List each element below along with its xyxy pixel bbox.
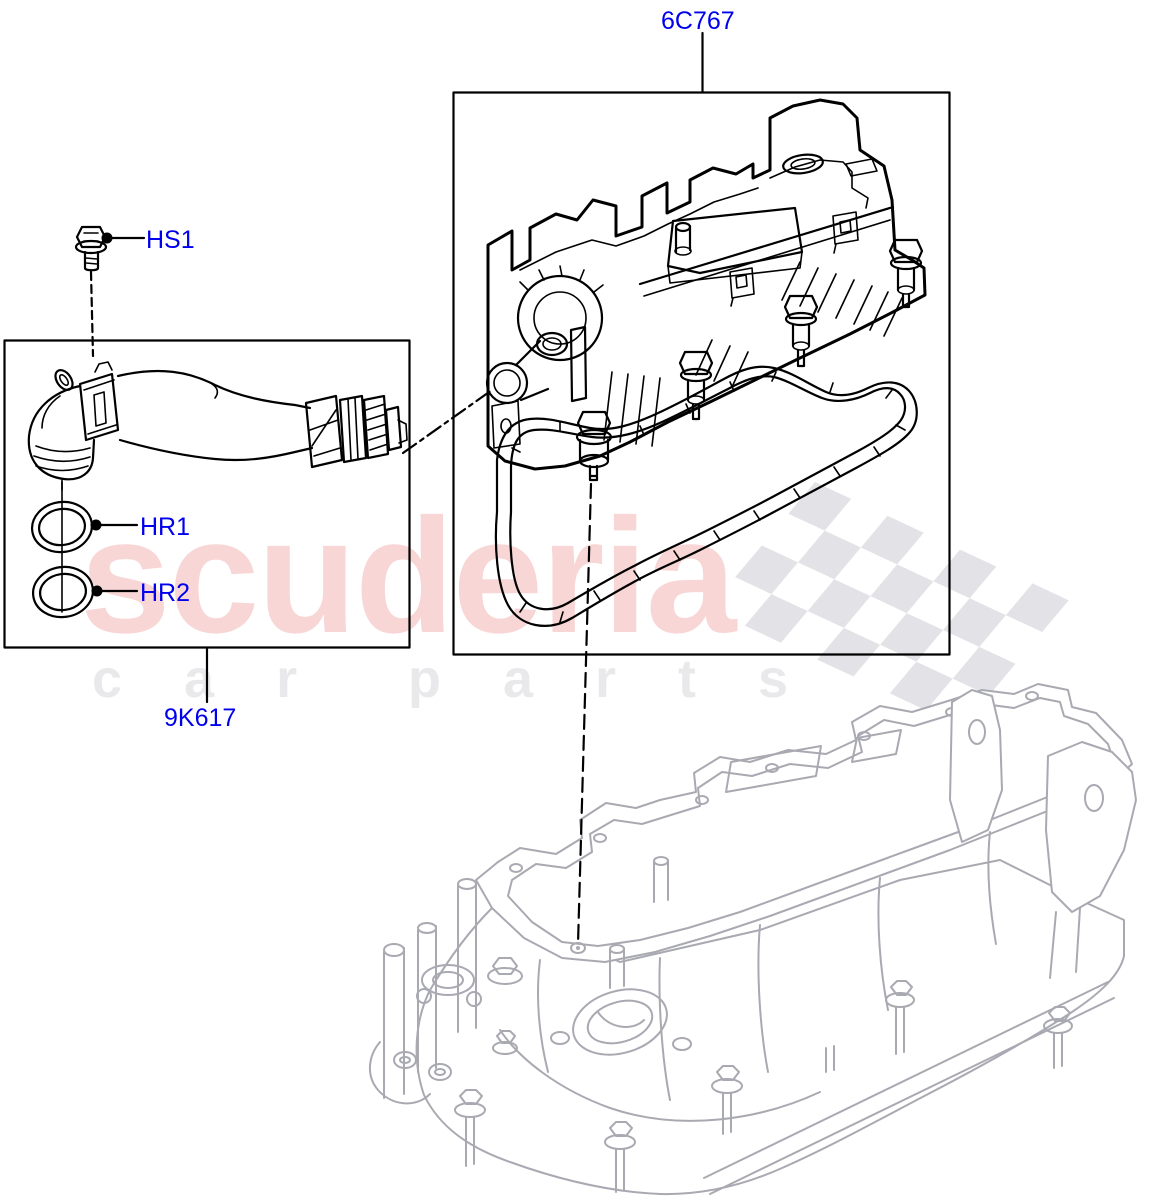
oring-hr2-drawing: [31, 565, 95, 619]
checkered-flag-watermark: [735, 482, 1069, 711]
part-labels: 6C767 HS1 HR1 HR2 9K617: [140, 7, 735, 732]
breather-hose-drawing: [27, 361, 408, 613]
label-HR1: HR1: [140, 513, 190, 541]
hose-part-box: [3, 339, 411, 649]
watermark-word-car: car: [92, 649, 360, 709]
label-HR2: HR2: [140, 579, 190, 607]
camshaft-cover-drawing: [485, 98, 927, 482]
label-HS1: HS1: [146, 226, 195, 254]
hs1-bolt-drawing: [74, 225, 108, 272]
watermark-subtitle: car parts: [0, 652, 1153, 712]
leader-lines: [89, 31, 704, 946]
cover-bolt-1: [888, 238, 924, 309]
cover-bolt-2: [783, 294, 819, 368]
cover-bolt-3: [678, 350, 714, 421]
cover-gasket-drawing: [494, 365, 918, 627]
watermark-word-parts: parts: [408, 649, 851, 709]
label-9K617: 9K617: [164, 704, 236, 732]
cover-part-box: [452, 91, 951, 656]
label-6C767: 6C767: [661, 7, 735, 35]
cylinder-head-drawing: [369, 683, 1137, 1196]
watermark-brand-text: scuderia: [80, 484, 736, 667]
